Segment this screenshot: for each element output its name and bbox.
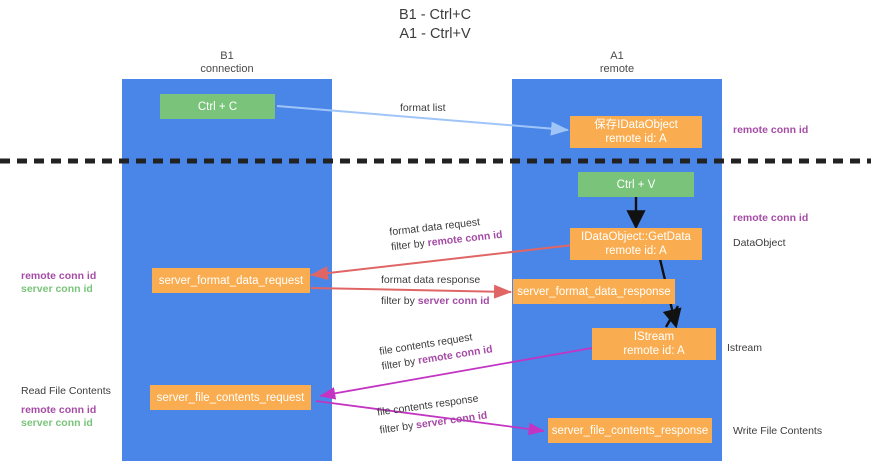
node-ctrl-v-label: Ctrl + V [616,178,656,191]
node-ctrl-c[interactable]: Ctrl + C [160,94,275,119]
node-server-format-data-request[interactable]: server_format_data_request [152,268,310,293]
annotation-left-bottom-server-conn-id: server conn id [21,417,93,429]
edge-label-format-list: format list [400,102,446,114]
annotation-left-read-file-contents: Read File Contents [21,385,111,397]
node-server-file-contents-response[interactable]: server_file_contents_response [548,418,712,443]
edge-label-format-data-response-line1: format data response [381,274,481,286]
node-server-format-data-request-label: server_format_data_request [158,274,304,287]
node-server-format-data-response[interactable]: server_format_data_response [513,279,675,304]
annotation-right-remote-conn-id-top: remote conn id [733,124,809,136]
node-save-idataobject[interactable]: 保存IDataObject remote id: A [570,116,702,148]
node-getdata-line2: remote id: A [605,245,667,257]
node-ctrl-v[interactable]: Ctrl + V [578,172,694,197]
node-istream[interactable]: IStream remote id: A [592,328,716,360]
edge-label-format-data-request: format data request filter by remote con… [389,213,504,255]
node-istream-line2: remote id: A [623,345,685,357]
annotation-left-server-conn-id: server conn id [21,283,93,295]
edge-label-file-contents-response: file contents response filter by server … [376,391,488,439]
node-getdata[interactable]: IDataObject::GetData remote id: A [570,228,702,260]
node-server-file-contents-request[interactable]: server_file_contents_request [150,385,311,410]
node-server-format-data-response-label: server_format_data_response [517,285,671,298]
lane-header-b1: B1 connection [200,50,254,75]
annotation-left-remote-conn-id: remote conn id [21,270,97,282]
edge-label-format-data-response: format data response filter by server co… [381,273,490,309]
node-save-idataobject-line2: remote id: A [605,133,667,145]
annotation-left-bottom-remote-conn-id: remote conn id [21,404,97,416]
node-istream-line1: IStream [633,331,675,343]
page-title: B1 - Ctrl+C A1 - Ctrl+V [398,7,472,42]
edge-label-format-data-response-filter: filter by server conn id [381,295,490,307]
annotation-right-remote-conn-id-mid: remote conn id [733,212,809,224]
annotation-right-istream: Istream [727,342,763,354]
lane-header-a1: A1 remote [599,50,635,75]
annotation-right-dataobject: DataObject [733,237,786,249]
node-getdata-line1: IDataObject::GetData [581,231,691,243]
node-server-file-contents-request-label: server_file_contents_request [156,391,305,404]
node-server-file-contents-response-label: server_file_contents_response [551,424,709,437]
node-save-idataobject-line1: 保存IDataObject [594,119,678,131]
annotation-right-write-file-contents: Write File Contents [733,425,823,437]
node-ctrl-c-label: Ctrl + C [197,100,238,113]
edge-label-file-contents-request: file contents request filter by remote c… [378,327,493,374]
